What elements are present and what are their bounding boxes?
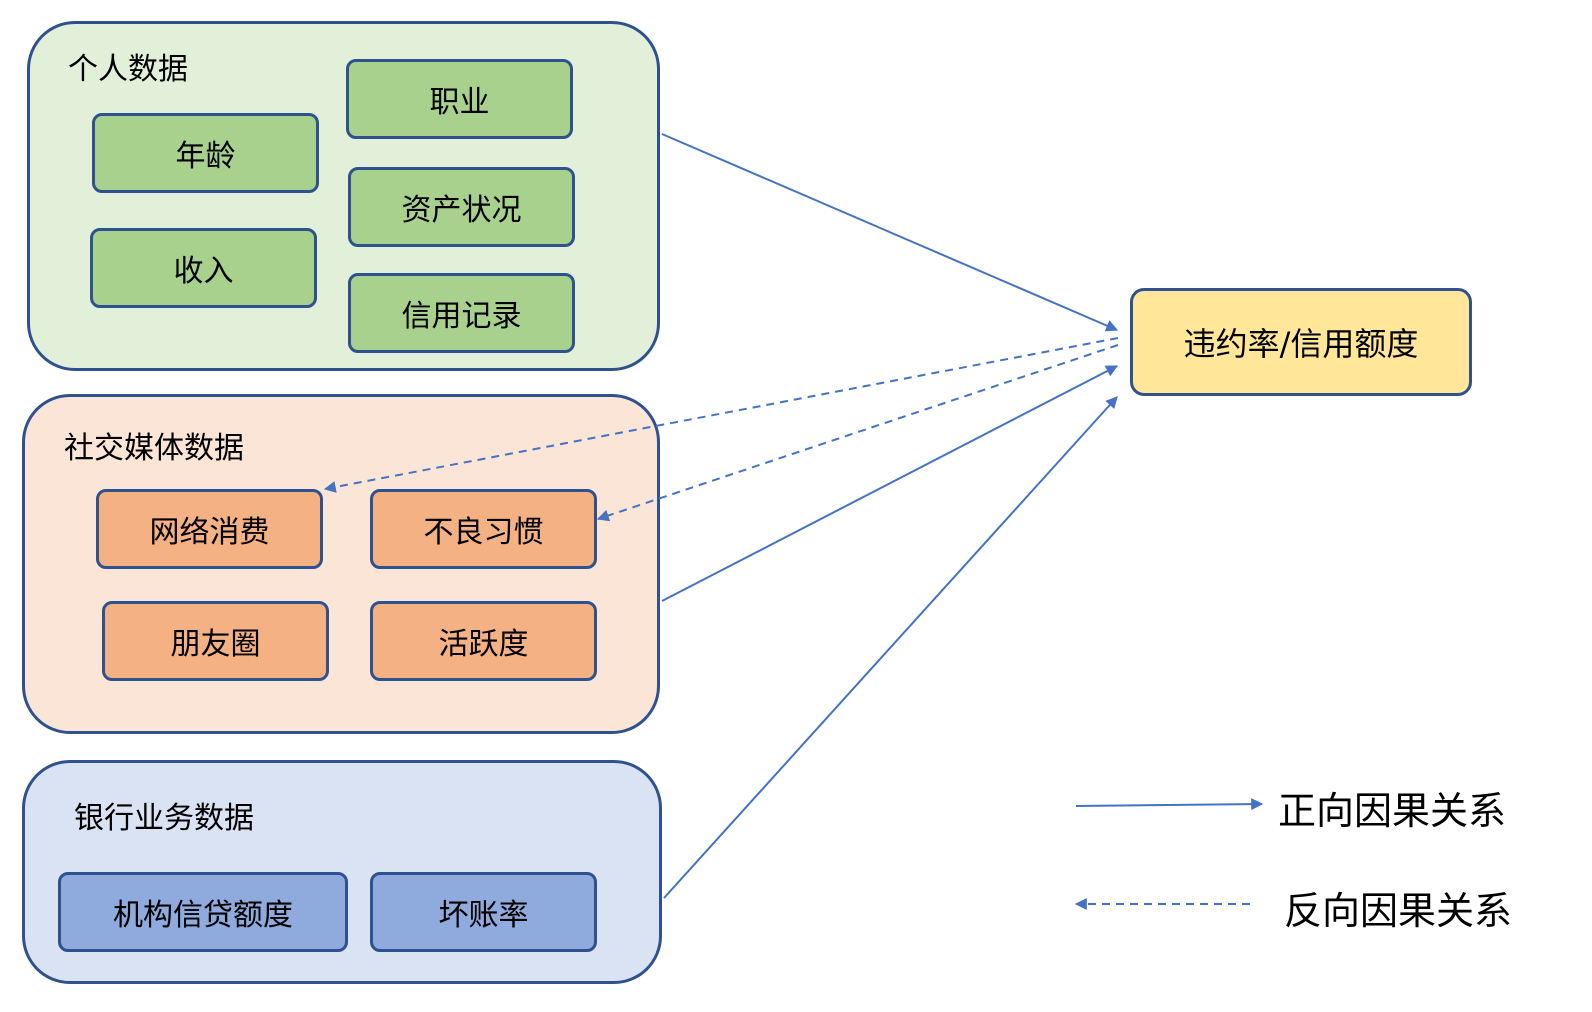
node-age: 年龄 bbox=[92, 113, 319, 193]
edge-target-to-bad-habits bbox=[596, 344, 1119, 522]
group-title-bank: 银行业务数据 bbox=[74, 801, 254, 836]
node-institution-credit-limit: 机构信贷额度 bbox=[58, 872, 348, 952]
node-activity: 活跃度 bbox=[370, 601, 597, 681]
edge-target-to-online-spending bbox=[323, 337, 1119, 493]
edge-personal-to-target bbox=[661, 133, 1119, 332]
node-online-spending: 网络消费 bbox=[96, 489, 323, 569]
node-bad-habits: 不良习惯 bbox=[370, 489, 597, 569]
group-title-personal: 个人数据 bbox=[68, 52, 188, 87]
legend-reverse-label: 反向因果关系 bbox=[1284, 889, 1513, 933]
node-income: 收入 bbox=[90, 228, 317, 308]
node-occupation: 职业 bbox=[346, 59, 573, 139]
legend-forward-label: 正向因果关系 bbox=[1278, 789, 1507, 833]
node-friend-circle: 朋友圈 bbox=[102, 601, 329, 681]
node-credit-record: 信用记录 bbox=[348, 273, 575, 353]
node-assets: 资产状况 bbox=[348, 167, 575, 247]
group-title-social: 社交媒体数据 bbox=[64, 431, 244, 466]
edge-social-to-target bbox=[661, 365, 1119, 602]
node-bad-debt-rate: 坏账率 bbox=[370, 872, 597, 952]
node-default-rate-credit-limit: 违约率/信用额度 bbox=[1130, 288, 1472, 396]
legend-forward-line bbox=[1075, 798, 1264, 811]
edge-bank-to-target bbox=[663, 396, 1118, 899]
